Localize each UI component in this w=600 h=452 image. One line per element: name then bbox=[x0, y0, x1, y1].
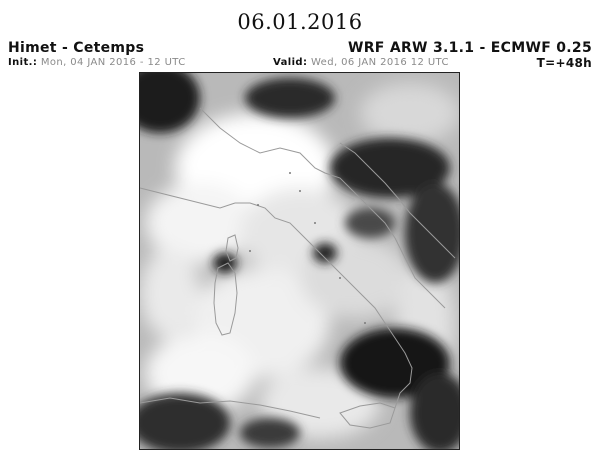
reference-points bbox=[249, 172, 366, 324]
model-source-title: Himet - Cetemps bbox=[8, 40, 145, 56]
valid-label: Valid: bbox=[273, 57, 308, 68]
init-time: Init.: Mon, 04 JAN 2016 - 12 UTC bbox=[8, 57, 186, 68]
valid-time: Valid: Wed, 06 JAN 2016 12 UTC bbox=[273, 57, 449, 68]
page-title: 06.01.2016 bbox=[237, 10, 363, 34]
init-label: Init.: bbox=[8, 57, 38, 68]
cloud-cover-map bbox=[139, 72, 460, 450]
map-canvas bbox=[140, 73, 459, 449]
thick-cloud-regions bbox=[140, 83, 459, 438]
forecast-step: T=+48h bbox=[536, 56, 592, 70]
model-version-title: WRF ARW 3.1.1 - ECMWF 0.25 bbox=[347, 40, 592, 56]
init-value: Mon, 04 JAN 2016 - 12 UTC bbox=[40, 57, 186, 68]
valid-value: Wed, 06 JAN 2016 12 UTC bbox=[310, 57, 449, 68]
coastlines bbox=[140, 107, 456, 429]
clear-sky-regions bbox=[140, 73, 459, 449]
